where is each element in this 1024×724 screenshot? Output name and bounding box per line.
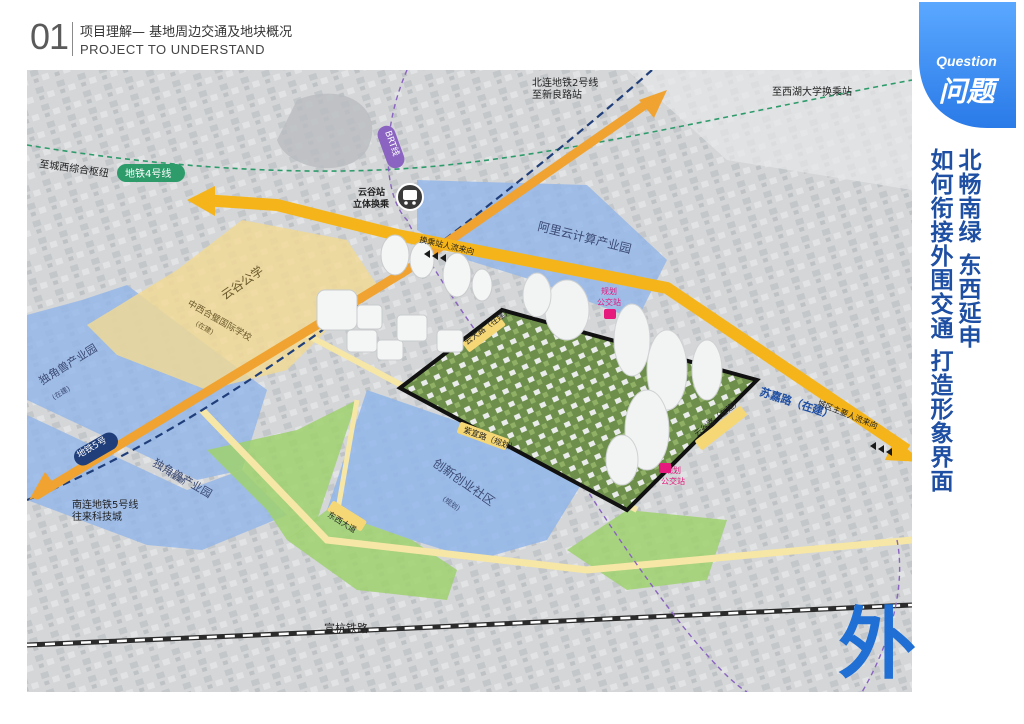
road-tags [327, 316, 747, 531]
question-label-cn: 问题 [938, 75, 995, 108]
page-title: 项目理解— 基地周边交通及地块概况 [80, 25, 293, 40]
label-bus-s-1: 规划 [665, 465, 681, 475]
question-line-1: 北畅南绿 东西延申 [954, 148, 980, 350]
corner-character: 外 [838, 600, 917, 690]
brt-line [387, 70, 748, 692]
label-station-2: 立体换乘 [353, 198, 390, 210]
question-label-en: Question [936, 53, 997, 69]
white-buildings [316, 234, 493, 361]
bus-stop-icon [659, 463, 671, 473]
site-traffic-map: 北连地铁2号线 至新良路站 至西湖大学换乘站 至城西综合枢纽 地铁4号线 BRT… [27, 70, 912, 692]
metro-line-5 [27, 70, 653, 502]
question-line-2: 如何衔接外围交通 打造形象界面 [926, 148, 952, 494]
label-metro2-1: 北连地铁2号线 [532, 76, 598, 89]
question-badge [919, 2, 1016, 128]
label-bus-s-2: 公交站 [661, 476, 685, 486]
yungu-school-zone [87, 220, 377, 390]
page-header: 01 项目理解— 基地周边交通及地块概况 PROJECT TO UNDERSTA… [0, 0, 1024, 70]
bus-stop-icon [604, 309, 616, 319]
label-bus-n-2: 公交站 [597, 297, 621, 307]
metro-line-4 [27, 79, 912, 172]
metro4-badge [117, 164, 185, 182]
green-space-west [207, 400, 357, 540]
dongxi-road [199, 407, 912, 574]
label-metro5-1: 南连地铁5号线 [72, 498, 138, 511]
brt-badge [377, 125, 405, 169]
header-divider [72, 22, 73, 56]
metro5-badge [74, 432, 118, 466]
label-metro4: 地铁4号线 [125, 167, 171, 180]
metro2-orange-arrow [32, 95, 657, 500]
campus-towers [522, 272, 723, 486]
label-metro2-2: 至新良路站 [532, 88, 582, 101]
label-bus-n-1: 规划 [601, 286, 617, 296]
label-station-1: 云谷站 [358, 186, 385, 198]
startup-community-zone [327, 390, 587, 560]
green-space-south [287, 510, 457, 600]
page-subtitle: PROJECT TO UNDERSTAND [80, 42, 266, 57]
flow-chevrons [424, 250, 892, 456]
section-number: 01 [30, 16, 69, 57]
label-westlake: 至西湖大学换乘站 [772, 85, 852, 98]
label-xuanhang-rail: 宣杭铁路 [324, 621, 368, 635]
dujiao-park-north-zone [27, 285, 267, 480]
label-metro5-2: 往来科技城 [72, 510, 122, 523]
